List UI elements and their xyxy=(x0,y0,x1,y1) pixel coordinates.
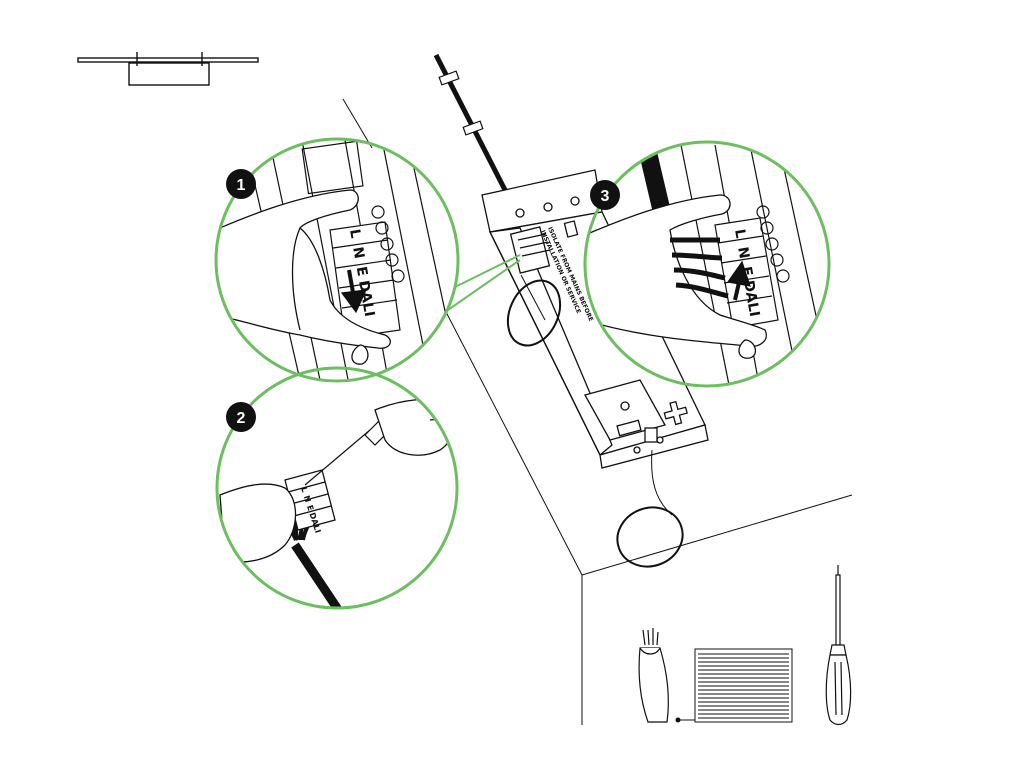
cable-loop-lower xyxy=(616,449,684,568)
driver-box xyxy=(481,169,709,469)
step2-terminal-n: N xyxy=(302,494,313,503)
step3-terminal-l: L xyxy=(731,228,748,240)
arrow-down-icon xyxy=(340,269,367,314)
step-number-2: 2 xyxy=(237,410,246,427)
arrow-up-icon xyxy=(726,260,751,301)
ruler-icon xyxy=(675,648,793,723)
step1-terminal-e: E xyxy=(353,265,370,277)
step3-terminal-n: N xyxy=(734,246,752,260)
step3-terminal-dali: DALI xyxy=(740,279,762,318)
step1-terminal-dali: DALI xyxy=(355,279,377,318)
step3-terminal-e: E xyxy=(738,265,755,277)
zoom-leader-1 xyxy=(444,254,521,313)
detail-circle-1: L N E DALI 1 xyxy=(214,137,460,383)
step1-terminal-n: N xyxy=(349,246,367,260)
mains-cable xyxy=(433,53,508,192)
step2-terminal-e: E xyxy=(305,504,315,512)
hand-icon xyxy=(216,189,391,365)
screwdriver-icon xyxy=(825,565,852,726)
step2-terminal-l: L xyxy=(299,486,309,494)
step-number-3: 3 xyxy=(601,188,610,205)
detail-circle-3: L N E DALI 3 xyxy=(583,140,831,388)
step1-terminal-l: L xyxy=(346,228,363,240)
cable-icon xyxy=(638,628,669,723)
ceiling-edge-lines xyxy=(342,98,853,725)
detail-circle-2: L N E DALI 2 xyxy=(215,366,459,610)
step-number-1: 1 xyxy=(237,177,246,194)
cable-loop-upper xyxy=(506,274,562,347)
luminaire-side-view-icon xyxy=(77,52,259,86)
